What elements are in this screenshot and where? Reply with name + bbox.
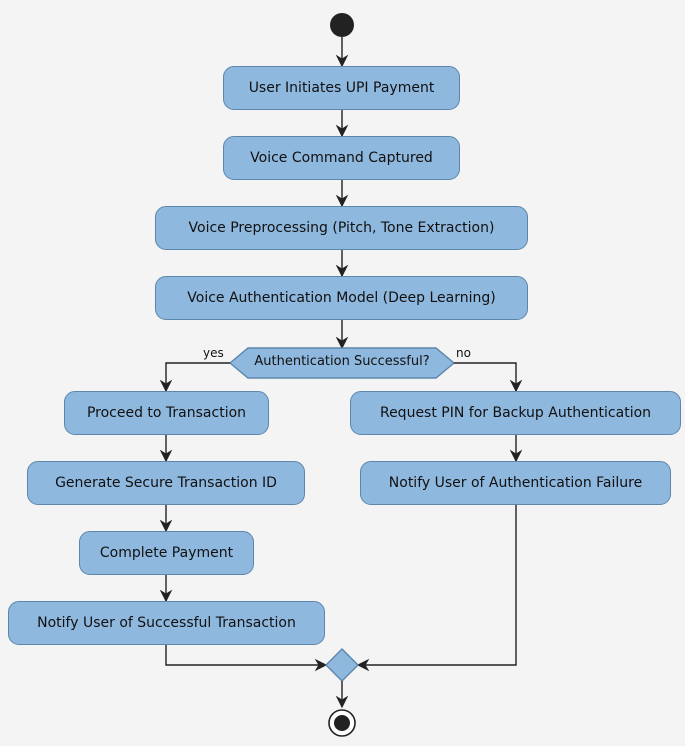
arrow-decision-no [454,362,523,393]
step-request-pin: Request PIN for Backup Authentication [350,391,681,435]
step-generate-transaction-id: Generate Secure Transaction ID [27,461,305,505]
step-voice-captured: Voice Command Captured [223,136,460,180]
step-initiate-payment: User Initiates UPI Payment [223,66,460,110]
step-voice-auth-model: Voice Authentication Model (Deep Learnin… [155,276,528,320]
merge-node [325,648,359,682]
step-proceed-transaction: Proceed to Transaction [64,391,269,435]
decision-yes-label: yes [203,346,224,360]
step-voice-preprocessing: Voice Preprocessing (Pitch, Tone Extract… [155,206,528,250]
arrow-decision-yes [159,362,230,393]
step-notify-success: Notify User of Successful Transaction [8,601,325,645]
decision-no-label: no [456,346,471,360]
end-node-dot [334,715,350,731]
step-notify-failure: Notify User of Authentication Failure [360,461,671,505]
decision-question: Authentication Successful? [254,354,430,369]
arrow-failure-to-merge [356,505,517,672]
step-complete-payment: Complete Payment [79,531,254,575]
arrow-success-to-merge [165,645,328,672]
start-node [330,13,354,37]
